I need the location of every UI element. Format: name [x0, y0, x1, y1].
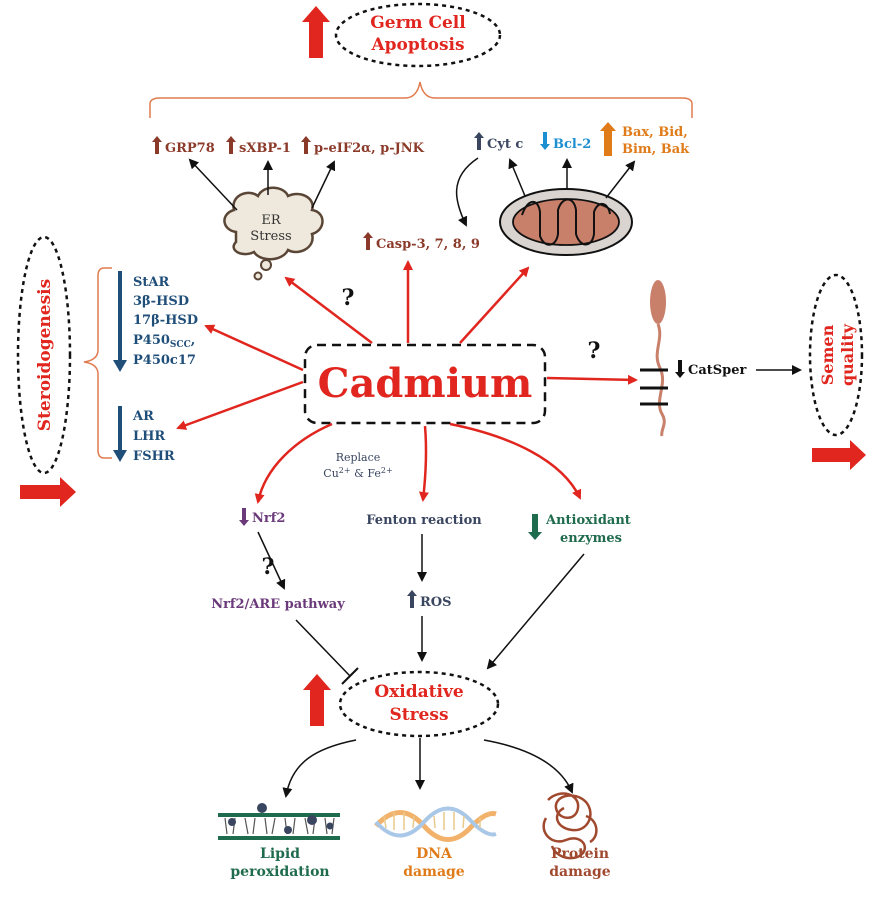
cloud-shape: [223, 186, 324, 261]
antiox-label-2: enzymes: [560, 531, 622, 546]
sxbp1-label: sXBP-1: [239, 141, 291, 156]
mito-arrows: [455, 157, 636, 227]
down-arrow-icon: [540, 132, 550, 150]
lhr-label: LHR: [133, 429, 165, 444]
ros-label: ROS: [420, 595, 452, 610]
cadmium-box: [303, 343, 547, 425]
right-arrow-icon: [20, 477, 76, 507]
down-arrow-icon: [239, 508, 249, 526]
steroid-ellipse: [16, 235, 72, 475]
bcl2-label: Bcl-2: [553, 137, 591, 152]
er-markers: GRP78 sXBP-1 p-eIF2α, p-JNK: [152, 136, 425, 156]
nrf2-to-pathway-arrow: [257, 531, 286, 590]
steroid-group-1: StAR 3β-HSD 17β-HSD P450SCC, P450c17: [113, 271, 198, 372]
semen-quality-node: Semen quality: [808, 273, 866, 470]
star-label: StAR: [133, 275, 169, 290]
mitochondrion-icon: [499, 188, 633, 256]
cloud-bubble: [260, 259, 272, 271]
catsper-label: CatSper: [688, 363, 747, 378]
er-stress-node: ER Stress: [223, 186, 324, 281]
nrf2-label: Nrf2: [252, 511, 285, 526]
mito-markers: Cyt c Bcl-2 Bax, Bid, Bim, Bak: [474, 122, 690, 157]
nrf2-pathway-label: Nrf2/ARE pathway: [211, 597, 345, 612]
right-arrow-icon: [812, 440, 866, 470]
up-arrow-icon: [407, 590, 417, 608]
sperm-icon: [640, 280, 668, 437]
casp-label: Casp-3, 7, 8, 9: [376, 237, 480, 252]
cytc-label: Cyt c: [487, 137, 523, 152]
outcome-arrows: [282, 738, 574, 798]
er-label-2: Stress: [250, 229, 291, 244]
up-arrow-icon: [363, 232, 373, 250]
cadmium-node: Cadmium: [303, 343, 547, 425]
17bhsd-label: 17β-HSD: [133, 313, 198, 328]
bax-label-1: Bax, Bid,: [622, 125, 688, 140]
oxidative-label-2: Stress: [389, 705, 448, 725]
grp78-label: GRP78: [165, 141, 215, 156]
question-mark-nrf2: ?: [262, 554, 275, 580]
up-arrow-icon: [302, 6, 330, 58]
question-mark-catsper: ?: [588, 338, 601, 364]
oxidative-ellipse: [338, 670, 500, 738]
down-arrow-icon: [528, 514, 542, 540]
lipid-label-1: Lipid: [260, 846, 300, 862]
semen-label-1: Semen: [818, 324, 837, 385]
semen-label-2: quality: [838, 323, 857, 386]
oxidative-label-1: Oxidative: [374, 682, 463, 702]
up-arrow-icon: [301, 136, 311, 154]
antiox-label-1: Antioxidant: [545, 513, 631, 528]
steroid-title: Steroidogenesis: [35, 279, 55, 431]
er-arrows: [188, 158, 336, 211]
steroidogenesis-node: Steroidogenesis: [16, 235, 76, 507]
protein-icon: [542, 792, 598, 860]
steroid-group-2: AR LHR FSHR: [113, 406, 175, 464]
cadmium-label: Cadmium: [318, 360, 533, 407]
fshr-label: FSHR: [133, 449, 175, 464]
p450scc-label: P450SCC,: [133, 333, 195, 350]
p450c17-label: P450c17: [133, 353, 196, 368]
dna-icon: [374, 806, 497, 842]
down-arrow-icon: [675, 360, 685, 378]
replace-label-2: Cu2+ & Fe2+: [323, 466, 392, 480]
dna-label-1: DNA: [416, 846, 453, 862]
up-arrow-icon: [303, 674, 331, 726]
germ-cell-label-2: Apoptosis: [370, 35, 464, 55]
er-label-1: ER: [261, 213, 281, 228]
bax-label-2: Bim, Bak: [622, 142, 690, 157]
up-arrow-icon: [152, 136, 162, 154]
fenton-label: Fenton reaction: [366, 513, 482, 528]
cloud-bubble: [253, 271, 263, 281]
oxidative-stress-node: Oxidative Stress: [303, 670, 500, 738]
up-arrow-icon: [226, 136, 236, 154]
antiox-to-oxidative-arrow: [486, 553, 585, 670]
top-brace: [149, 81, 693, 118]
up-arrow-icon: [474, 132, 484, 150]
question-mark-er: ?: [342, 285, 355, 311]
peif2a-label: p-eIF2α, p-JNK: [314, 141, 425, 156]
protein-label-2: damage: [549, 864, 611, 880]
protein-label-1: Protein: [551, 846, 609, 862]
germ-cell-label-1: Germ Cell: [370, 13, 466, 33]
pathway-inhibition: [295, 619, 359, 685]
left-brace: [83, 267, 112, 459]
germ-cell-apoptosis-node: Germ Cell Apoptosis: [302, 2, 502, 68]
lipid-membrane-icon: [218, 803, 340, 840]
up-arrow-icon: [600, 122, 616, 156]
replace-label-1: Replace: [336, 451, 381, 464]
semen-ellipse: [808, 273, 864, 437]
3bhsd-label: 3β-HSD: [133, 294, 189, 309]
germ-cell-ellipse: [334, 2, 502, 68]
dna-label-2: damage: [403, 864, 465, 880]
ar-label: AR: [132, 409, 154, 424]
cadmium-arrows: [176, 260, 638, 504]
lipid-label-2: peroxidation: [230, 864, 329, 880]
